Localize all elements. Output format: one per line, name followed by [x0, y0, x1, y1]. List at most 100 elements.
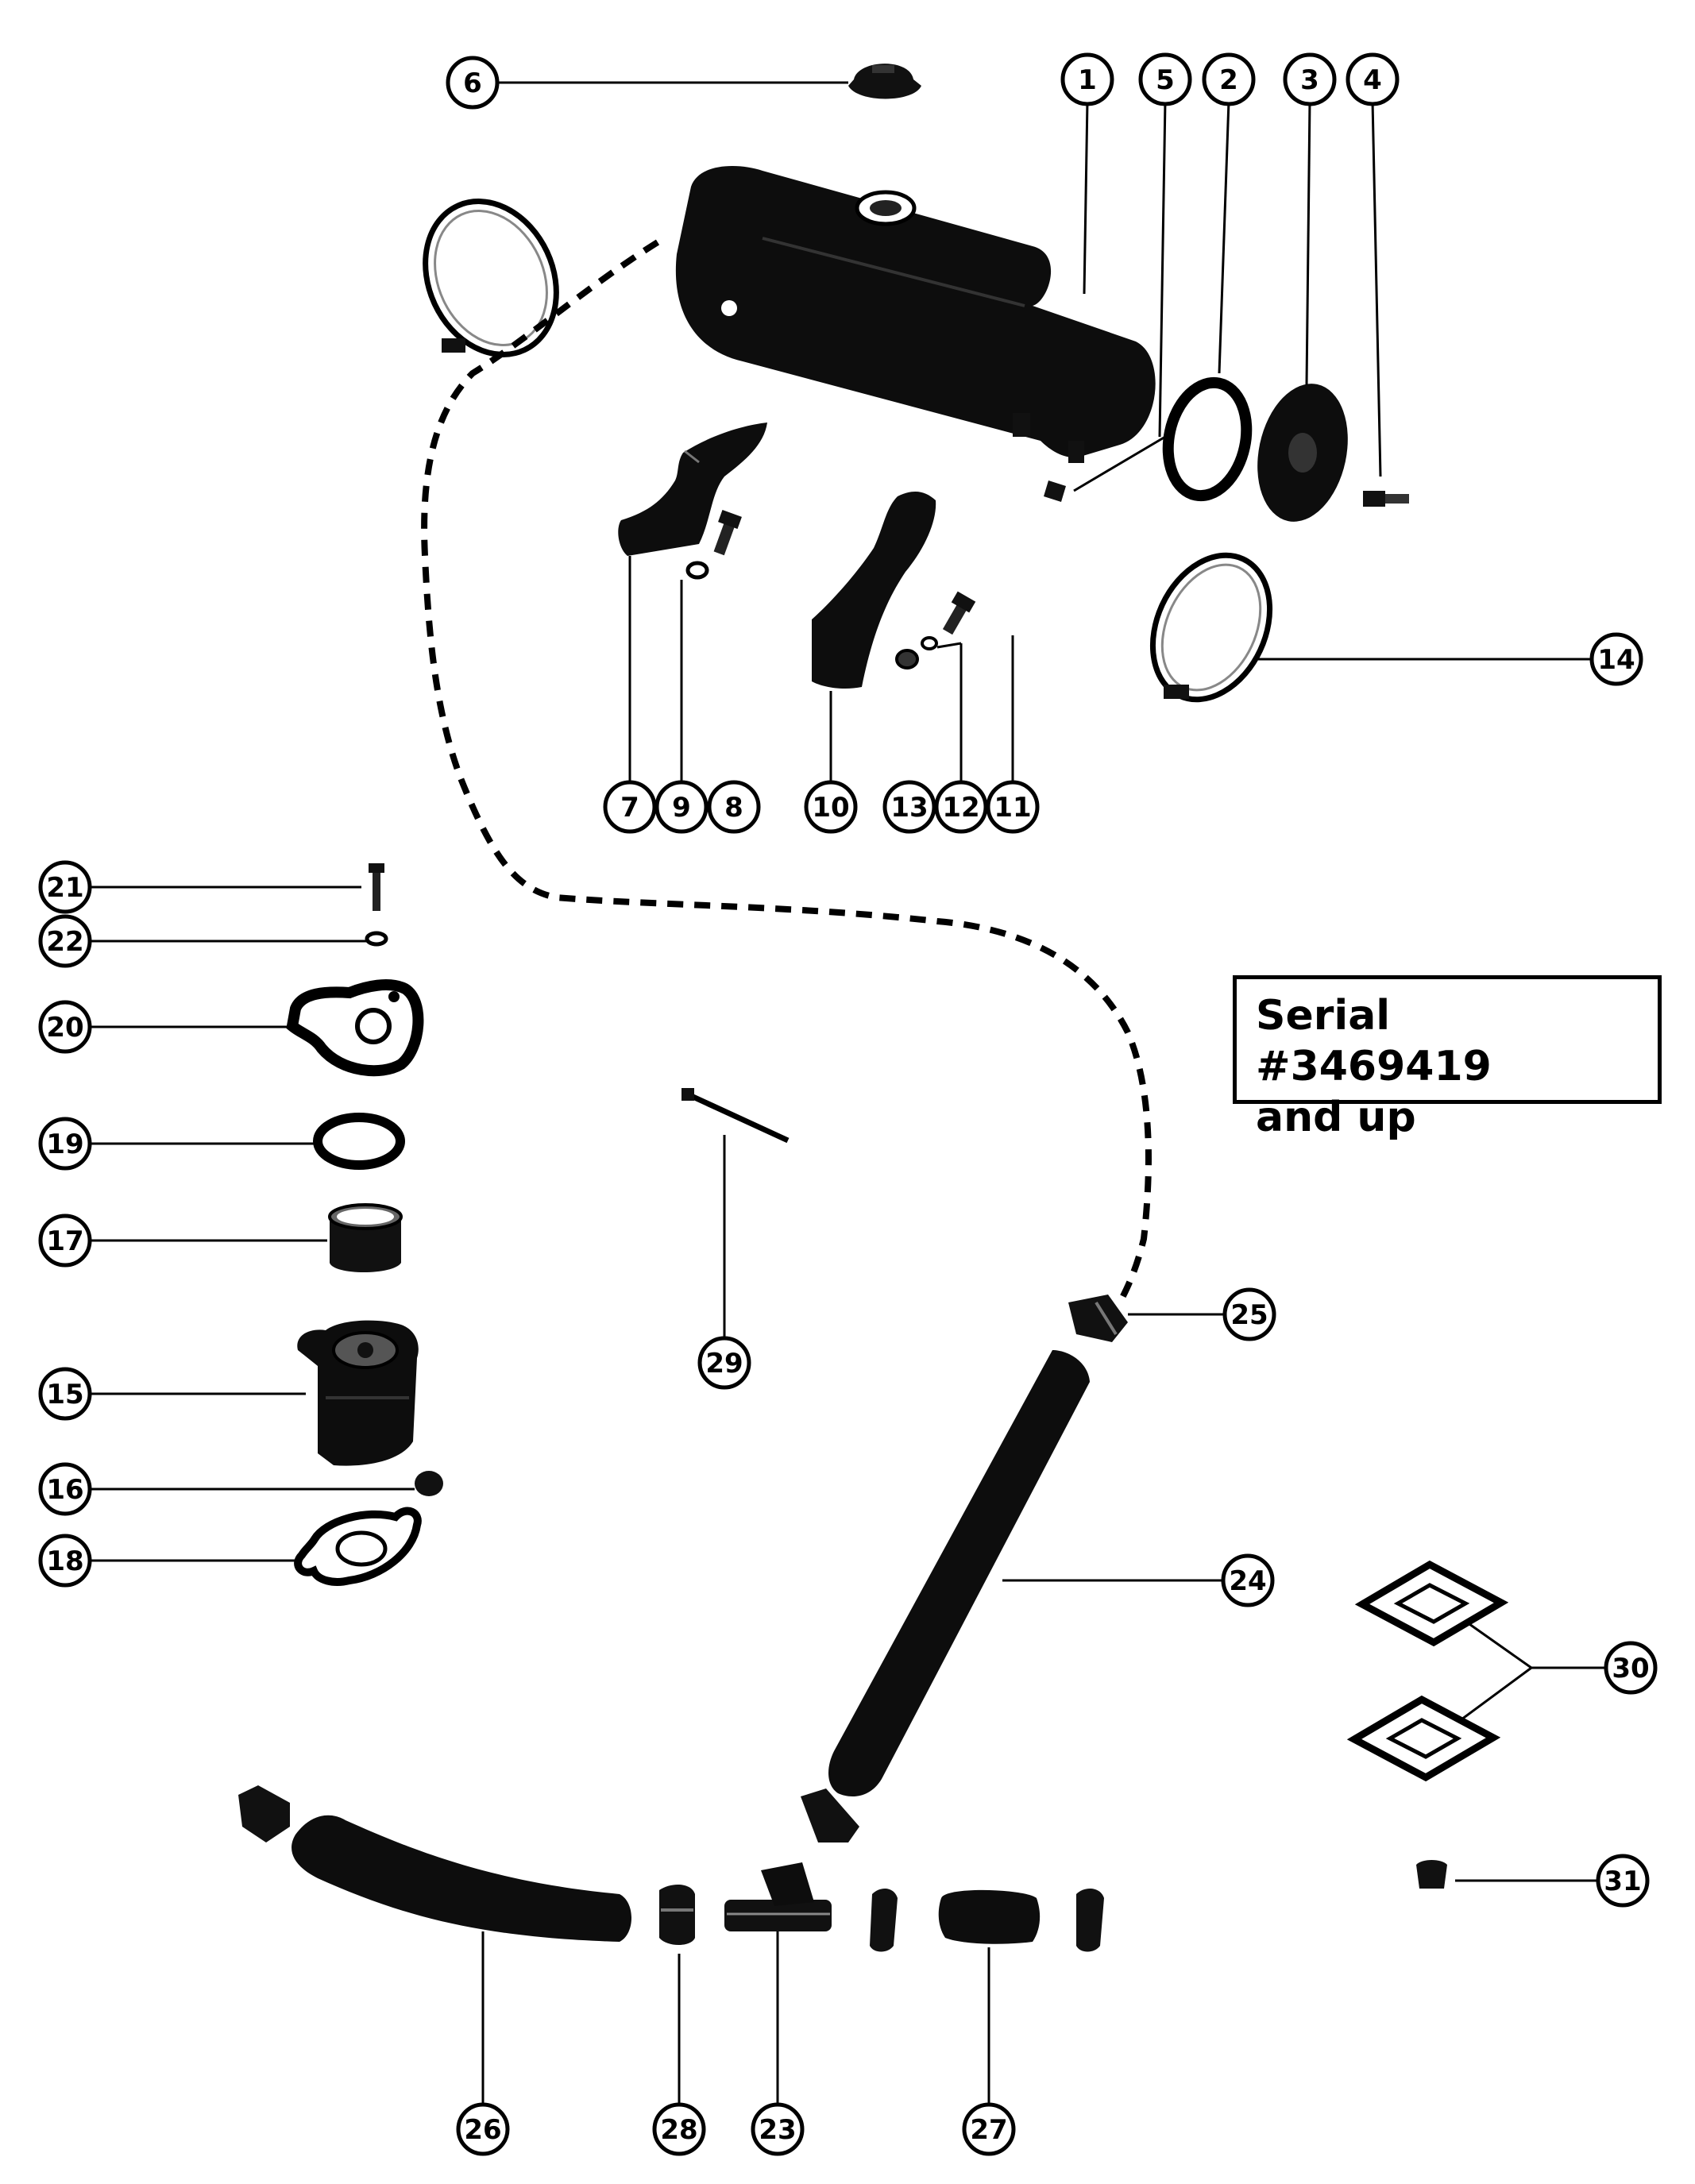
part-hose-clamp-lower: [1149, 552, 1273, 703]
svg-text:5: 5: [1156, 64, 1175, 96]
part-hose-fitting-right: [1076, 1889, 1104, 1952]
part-tee-fitting: [724, 1862, 832, 1931]
callout-14: 14: [1589, 632, 1643, 686]
svg-text:24: 24: [1229, 1565, 1266, 1597]
part-pump-cover-gasket: [286, 979, 424, 1077]
svg-text:11: 11: [994, 792, 1031, 824]
svg-text:25: 25: [1230, 1299, 1268, 1331]
svg-text:1: 1: [1078, 64, 1097, 96]
svg-text:7: 7: [620, 792, 639, 824]
svg-text:15: 15: [46, 1379, 83, 1410]
callout-30: 30: [1604, 1641, 1658, 1695]
svg-text:12: 12: [942, 792, 979, 824]
part-pump-bolt: [369, 863, 384, 911]
callout-12: 12: [934, 780, 988, 834]
part-pump-body: [297, 1320, 419, 1466]
svg-text:26: 26: [464, 2114, 501, 2146]
part-exhaust-gasket-lower: [1346, 1695, 1501, 1782]
part-exhaust-gasket-upper: [1354, 1560, 1509, 1647]
serial-note-line-1: Serial #3469419: [1256, 992, 1492, 1090]
svg-text:20: 20: [46, 1012, 83, 1044]
callout-17: 17: [38, 1214, 92, 1268]
part-o-ring: [313, 1113, 405, 1170]
part-bracket-left: [618, 423, 767, 556]
svg-text:17: 17: [46, 1225, 83, 1257]
svg-text:4: 4: [1363, 64, 1382, 96]
svg-text:2: 2: [1219, 64, 1238, 96]
svg-text:8: 8: [724, 792, 743, 824]
svg-text:9: 9: [672, 792, 691, 824]
part-bracket-screw-left: [713, 510, 742, 556]
svg-text:10: 10: [812, 792, 849, 824]
part-bracket-right: [812, 491, 936, 689]
part-end-cap-gasket: [1162, 376, 1253, 502]
part-hose-long: [828, 1350, 1090, 1797]
callout-19: 19: [38, 1117, 92, 1171]
part-drain-plug: [1044, 480, 1066, 502]
leader-lines: [90, 81, 1606, 2105]
part-end-cap: [1257, 384, 1348, 522]
callout-6: 6: [446, 56, 500, 110]
callout-13: 13: [882, 780, 936, 834]
part-water-line-dashed: [421, 239, 1152, 1304]
callout-5: 5: [1138, 52, 1192, 106]
part-nut-right: [895, 649, 919, 669]
callout-20: 20: [38, 1000, 92, 1054]
serial-number-note: Serial #3469419 and up: [1233, 975, 1662, 1141]
callout-28: 28: [652, 2102, 706, 2156]
callout-3: 3: [1283, 52, 1337, 106]
svg-text:31: 31: [1604, 1866, 1641, 1897]
svg-text:19: 19: [46, 1129, 83, 1160]
part-hose-short: [938, 1889, 1041, 1944]
svg-text:16: 16: [46, 1474, 83, 1506]
callout-29: 29: [697, 1336, 751, 1390]
callout-25: 25: [1222, 1287, 1276, 1341]
svg-text:13: 13: [890, 792, 928, 824]
part-pump-gasket: [294, 1507, 422, 1586]
svg-text:28: 28: [660, 2114, 697, 2146]
svg-text:6: 6: [463, 68, 482, 99]
callout-10: 10: [804, 780, 858, 834]
part-heat-exchanger: [675, 166, 1156, 463]
serial-note-line-2: and up: [1256, 1094, 1416, 1141]
callout-2: 2: [1202, 52, 1256, 106]
part-hose-fitting-left: [238, 1785, 290, 1843]
callout-9: 9: [654, 780, 709, 834]
part-pump-bolt-washer: [365, 931, 388, 947]
part-hose-curved: [292, 1815, 631, 1942]
part-hose-connector: [659, 1885, 695, 1945]
part-pump-sleeve: [328, 1203, 403, 1272]
callout-8: 8: [707, 780, 761, 834]
part-tee-side-fitting: [870, 1889, 898, 1952]
callout-16: 16: [38, 1462, 92, 1516]
callout-27: 27: [962, 2102, 1016, 2156]
svg-text:30: 30: [1612, 1653, 1649, 1684]
svg-text:21: 21: [46, 872, 83, 904]
part-hose-clamp-upper: [423, 199, 559, 357]
callout-24: 24: [1221, 1553, 1275, 1607]
part-pump-fitting: [415, 1471, 443, 1496]
svg-text:14: 14: [1597, 644, 1635, 676]
part-hose-fitting-lower: [801, 1788, 859, 1843]
callout-31: 31: [1596, 1854, 1650, 1908]
svg-text:22: 22: [46, 926, 83, 958]
part-washer-left: [685, 561, 709, 580]
callout-22: 22: [38, 914, 92, 968]
callout-21: 21: [38, 860, 92, 914]
callout-26: 26: [456, 2102, 510, 2156]
callout-1: 1: [1060, 52, 1114, 106]
part-filler-cap: [848, 64, 921, 99]
part-plug: [1416, 1860, 1447, 1889]
callout-11: 11: [986, 780, 1040, 834]
svg-text:23: 23: [759, 2114, 796, 2146]
svg-text:29: 29: [705, 1348, 743, 1379]
callout-4: 4: [1346, 52, 1400, 106]
svg-text:3: 3: [1300, 64, 1319, 96]
callout-18: 18: [38, 1534, 92, 1588]
part-end-cap-screw: [1363, 491, 1409, 507]
callout-7: 7: [603, 780, 657, 834]
svg-text:18: 18: [46, 1545, 83, 1577]
part-bracket-screw-right: [942, 591, 976, 635]
